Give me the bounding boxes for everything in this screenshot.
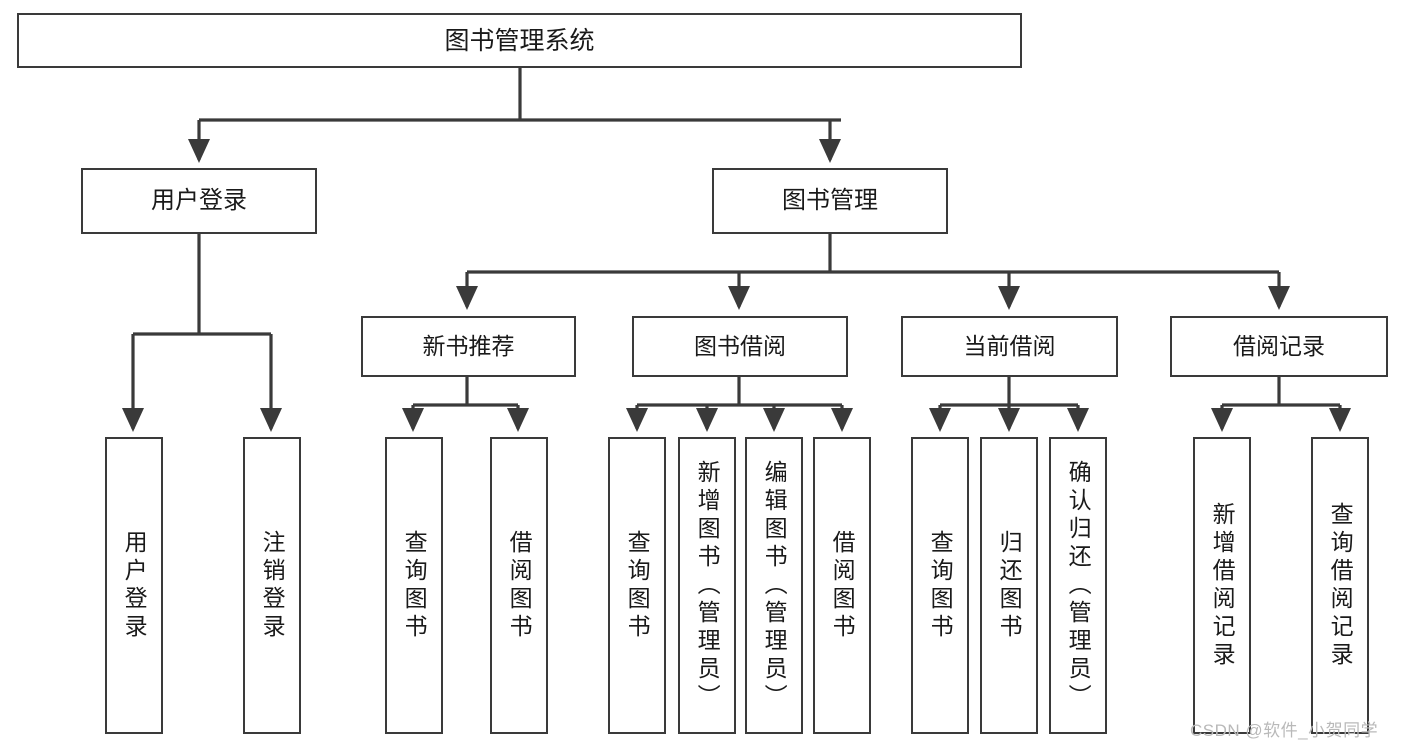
node-label: 新增借阅记录: [1209, 501, 1236, 670]
node-book-borrow[interactable]: 图书借阅: [632, 316, 848, 377]
node-label: 用户登录: [121, 529, 148, 642]
leaf-borrow-book-recommend[interactable]: 借阅图书: [490, 437, 548, 734]
node-label: 查询图书: [927, 529, 954, 642]
csdn-watermark: CSDN @软件_小贺同学: [1190, 721, 1379, 740]
node-label: 借阅图书: [829, 529, 856, 642]
node-current-borrow[interactable]: 当前借阅: [901, 316, 1118, 377]
node-label: 新增图书（管理员）: [694, 459, 721, 712]
node-book-management[interactable]: 图书管理: [712, 168, 948, 234]
leaf-return-book[interactable]: 归还图书: [980, 437, 1038, 734]
node-label: 用户登录: [151, 186, 247, 214]
node-label: 查询借阅记录: [1327, 501, 1354, 670]
node-new-book-recommend[interactable]: 新书推荐: [361, 316, 576, 377]
node-label: 注销登录: [259, 529, 286, 642]
leaf-query-book-recommend[interactable]: 查询图书: [385, 437, 443, 734]
node-user-login[interactable]: 用户登录: [81, 168, 317, 234]
node-root-book-management-system[interactable]: 图书管理系统: [17, 13, 1022, 68]
node-label: 确认归还（管理员）: [1065, 459, 1092, 712]
leaf-query-book-current[interactable]: 查询图书: [911, 437, 969, 734]
node-label: 图书管理系统: [444, 26, 595, 55]
node-borrow-record[interactable]: 借阅记录: [1170, 316, 1388, 377]
node-label: 图书管理: [782, 186, 878, 214]
leaf-add-book-admin[interactable]: 新增图书（管理员）: [678, 437, 736, 734]
leaf-query-book-borrow[interactable]: 查询图书: [608, 437, 666, 734]
leaf-logout[interactable]: 注销登录: [243, 437, 301, 734]
node-label: 新书推荐: [422, 332, 515, 359]
leaf-user-login[interactable]: 用户登录: [105, 437, 163, 734]
node-label: 借阅记录: [1233, 332, 1325, 359]
leaf-query-borrow-record[interactable]: 查询借阅记录: [1311, 437, 1369, 734]
node-label: 图书借阅: [694, 332, 786, 359]
node-label: 查询图书: [401, 529, 428, 642]
node-label: 归还图书: [996, 529, 1023, 642]
leaf-add-borrow-record[interactable]: 新增借阅记录: [1193, 437, 1251, 734]
leaf-edit-book-admin[interactable]: 编辑图书（管理员）: [745, 437, 803, 734]
leaf-confirm-return-admin[interactable]: 确认归还（管理员）: [1049, 437, 1107, 734]
node-label: 编辑图书（管理员）: [761, 459, 788, 712]
node-label: 当前借阅: [963, 332, 1056, 359]
node-label: 查询图书: [624, 529, 651, 642]
node-label: 借阅图书: [506, 529, 533, 642]
leaf-borrow-book[interactable]: 借阅图书: [813, 437, 871, 734]
